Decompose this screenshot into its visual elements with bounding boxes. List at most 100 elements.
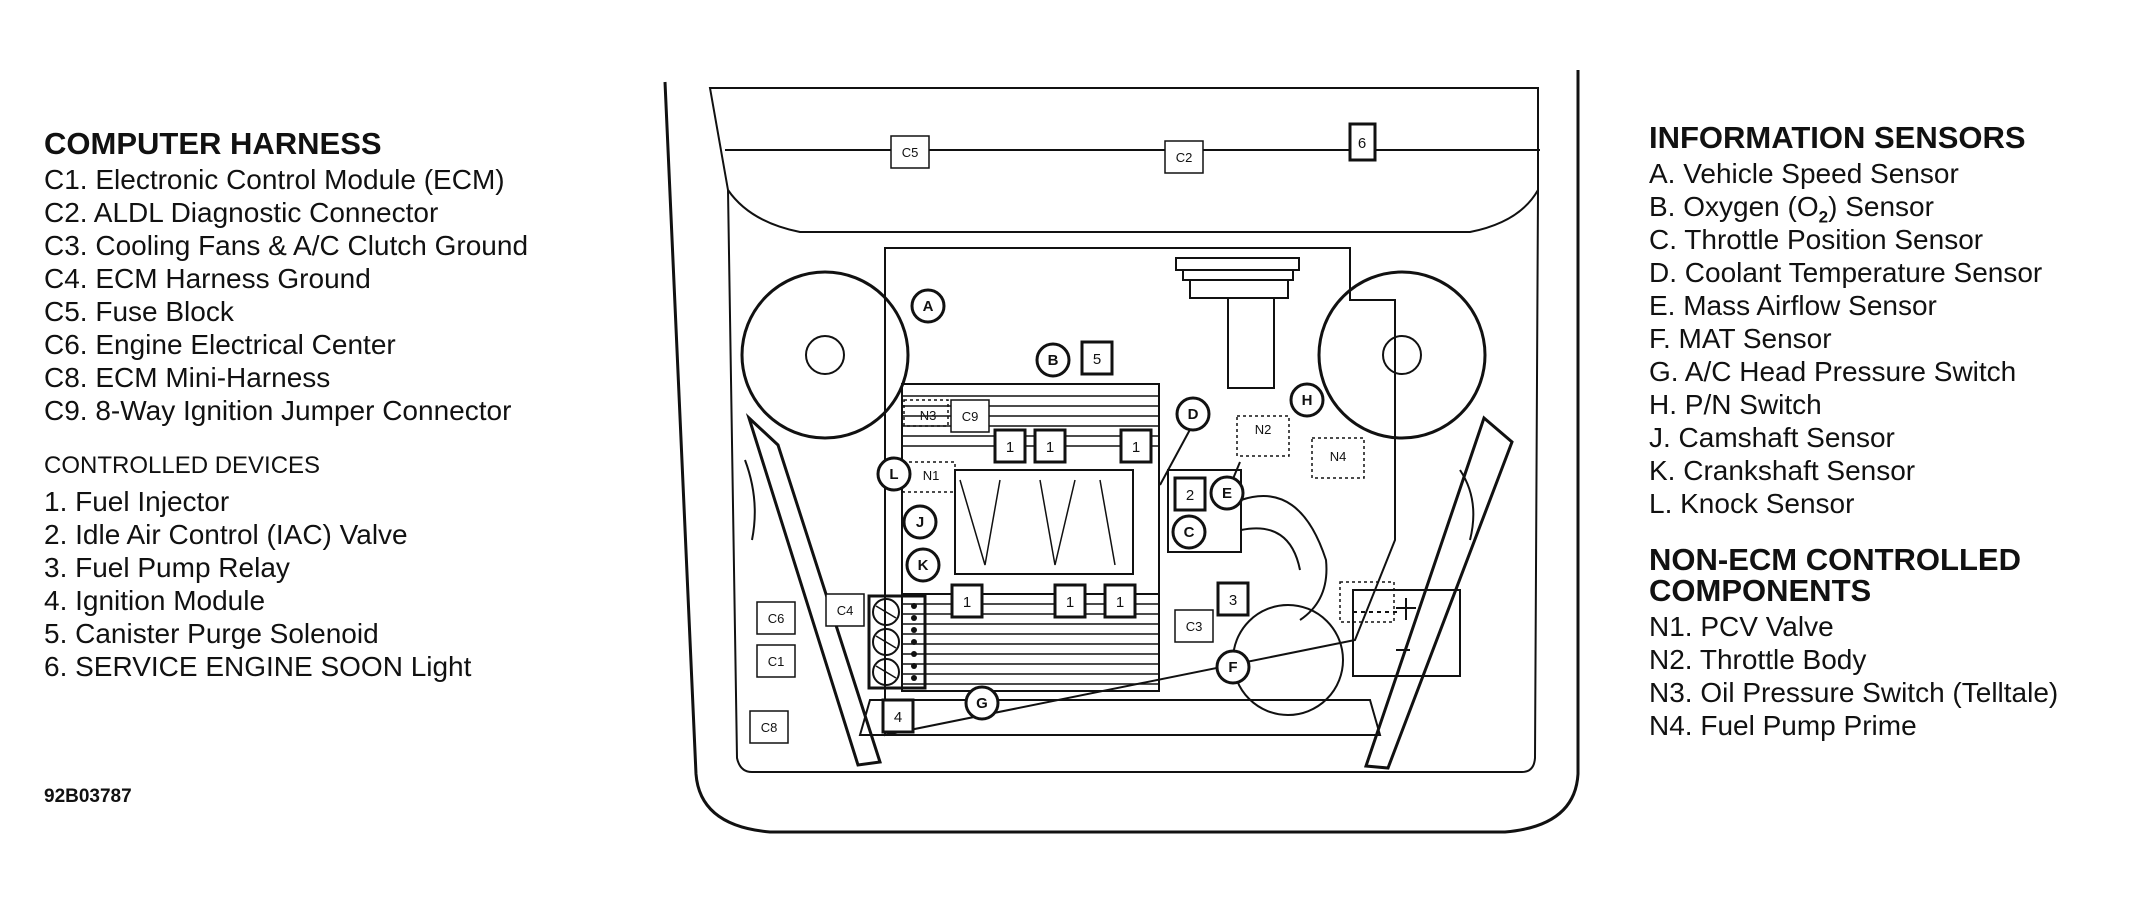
device-4-label: 4 xyxy=(894,709,902,726)
injector-label-f: 1 xyxy=(1116,594,1124,611)
sensor-k-label: K xyxy=(918,557,929,574)
sensor-j-label: J xyxy=(916,514,924,531)
sensor-g-label: G xyxy=(976,695,988,712)
left-legend: COMPUTER HARNESS C1. Electronic Control … xyxy=(44,128,528,683)
injector-1-box-d xyxy=(950,583,984,619)
sensor-l-label: L xyxy=(889,466,898,483)
sensor-item-d: D. Coolant Temperature Sensor xyxy=(1649,257,2043,288)
n4-dotted-box xyxy=(1311,437,1365,479)
injector-label-c: 1 xyxy=(1132,439,1140,456)
inner-compartment-outline xyxy=(708,87,1539,233)
crossmember xyxy=(858,699,1382,736)
sensor-h-label: H xyxy=(1302,392,1313,409)
harness-item-c2: C2. ALDL Diagnostic Connector xyxy=(44,197,439,228)
n4-label: N4 xyxy=(1330,449,1347,464)
sensor-item-b: B. Oxygen (O2) Sensor xyxy=(1649,190,2058,227)
c1-box xyxy=(756,644,796,678)
sensor-item-b-suffix: ) Sensor xyxy=(1828,191,1934,222)
c8-box xyxy=(749,710,789,744)
non-ecm-item-n1: N1. PCV Valve xyxy=(1649,611,1834,642)
sensor-a-label: A xyxy=(923,298,934,315)
sensor-g-circle xyxy=(964,685,1000,721)
c6-box xyxy=(756,601,796,635)
device-2-label: 2 xyxy=(1186,487,1194,504)
n3-dotted-box xyxy=(903,399,949,427)
c3-label: C3 xyxy=(1186,619,1203,634)
device-2-box xyxy=(1173,476,1207,512)
device-4-box xyxy=(881,698,915,734)
device-5-label: 5 xyxy=(1093,351,1101,368)
sensor-b-label: B xyxy=(1048,352,1059,369)
c5-box xyxy=(890,135,930,169)
n3-label: N3 xyxy=(920,408,937,423)
harness-item-c3: C3. Cooling Fans & A/C Clutch Ground xyxy=(44,230,529,261)
sensor-c-label: C xyxy=(1184,524,1195,541)
non-ecm-item-n3: N3. Oil Pressure Switch (Telltale) xyxy=(1649,677,2059,708)
device-item-5: 5. Canister Purge Solenoid xyxy=(44,618,379,649)
non-ecm-heading-line2: COMPONENTS xyxy=(1649,573,1872,608)
sensor-f-circle xyxy=(1215,649,1251,685)
n2-label: N2 xyxy=(1255,422,1272,437)
sensor-item-l: L. Knock Sensor xyxy=(1649,488,1855,519)
harness-item-c1: C1. Electronic Control Module (ECM) xyxy=(44,164,505,195)
sensor-k-circle xyxy=(905,547,941,583)
sensor-j-circle xyxy=(902,504,938,540)
c9-label: C9 xyxy=(962,409,979,424)
sensor-item-g: G. A/C Head Pressure Switch xyxy=(1649,356,2017,387)
sensor-d-label: D xyxy=(1188,406,1199,423)
sensor-item-c: C. Throttle Position Sensor xyxy=(1649,224,1984,255)
sensor-h-circle xyxy=(1289,382,1325,418)
sensor-e-circle xyxy=(1209,475,1245,511)
lower-compartment-outline xyxy=(727,189,1539,773)
c1-label: C1 xyxy=(768,654,785,669)
ignition-coil-pack xyxy=(867,594,927,690)
c4-label: C4 xyxy=(837,603,854,618)
throttle-body xyxy=(1167,469,1328,621)
battery xyxy=(1352,589,1461,677)
injector-1-box-b xyxy=(1033,428,1067,464)
device-item-2: 2. Idle Air Control (IAC) Valve xyxy=(44,519,408,550)
injector-label-e: 1 xyxy=(1066,594,1074,611)
injector-label-b: 1 xyxy=(1046,439,1054,456)
sensor-item-e: E. Mass Airflow Sensor xyxy=(1649,290,1937,321)
hood-outline xyxy=(663,70,1580,834)
device-item-4: 4. Ignition Module xyxy=(44,585,266,616)
left-brace xyxy=(745,413,882,767)
device-5-box xyxy=(1080,340,1114,376)
engine-frame xyxy=(884,247,1396,737)
information-sensors-heading: INFORMATION SENSORS xyxy=(1649,120,2026,155)
device-3-box xyxy=(1216,581,1250,617)
c6-label: C6 xyxy=(768,611,785,626)
inner-left-path xyxy=(744,459,1475,541)
right-strut-tower xyxy=(1317,270,1487,440)
sensor-c-circle xyxy=(1171,514,1207,550)
sensor-a-circle xyxy=(910,288,946,324)
device-6-label: 6 xyxy=(1358,135,1366,152)
harness-item-c6: C6. Engine Electrical Center xyxy=(44,329,396,360)
injector-1-box-a xyxy=(993,428,1027,464)
battery-dotted xyxy=(1339,581,1395,623)
device-item-6: 6. SERVICE ENGINE SOON Light xyxy=(44,651,472,682)
device-item-1: 1. Fuel Injector xyxy=(44,486,230,517)
harness-item-c5: C5. Fuse Block xyxy=(44,296,234,327)
c9-box xyxy=(950,399,990,433)
sensor-item-b-text: B. Oxygen (O xyxy=(1649,191,1819,222)
computer-harness-heading: COMPUTER HARNESS xyxy=(44,126,382,161)
right-legend: INFORMATION SENSORS A. Vehicle Speed Sen… xyxy=(1649,122,2058,742)
sensor-item-a: A. Vehicle Speed Sensor xyxy=(1649,158,1959,189)
mat-housing xyxy=(1232,604,1344,716)
injector-1-box-e xyxy=(1053,583,1087,619)
n1-label: N1 xyxy=(923,468,940,483)
n1-dotted-box xyxy=(902,461,956,493)
injector-1-box-c xyxy=(1119,428,1153,464)
sensor-e-label: E xyxy=(1222,485,1232,502)
injector-label-d: 1 xyxy=(963,594,971,611)
c2-label: C2 xyxy=(1176,150,1193,165)
sensor-d-circle xyxy=(1175,396,1211,432)
sensor-item-j: J. Camshaft Sensor xyxy=(1649,422,1895,453)
sensor-item-h: H. P/N Switch xyxy=(1649,389,1822,420)
injector-1-box-f xyxy=(1103,583,1137,619)
controlled-devices-heading: CONTROLLED DEVICES xyxy=(44,452,321,479)
non-ecm-item-n4: N4. Fuel Pump Prime xyxy=(1649,710,1917,741)
